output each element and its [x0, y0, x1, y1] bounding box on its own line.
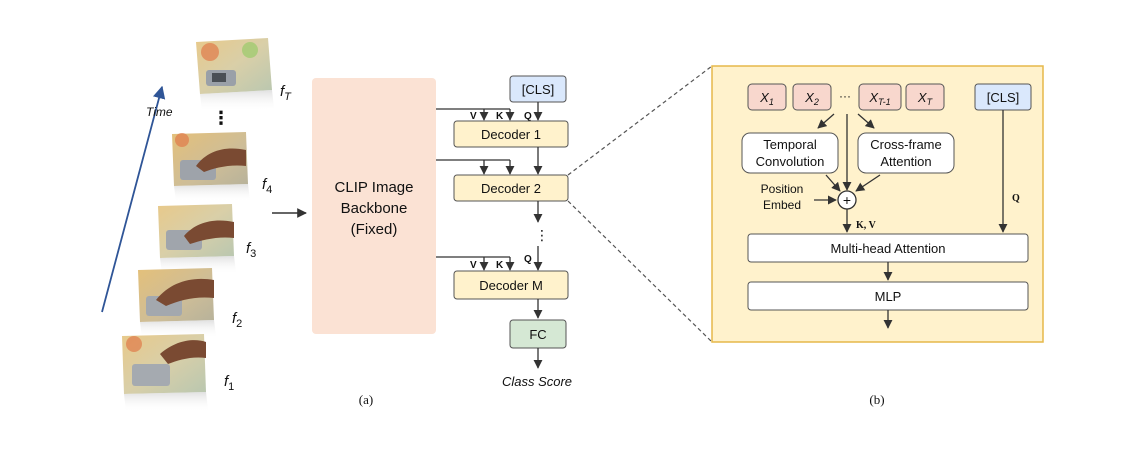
- frame-image-1: [122, 334, 208, 412]
- plus-input-arrows: [814, 174, 881, 205]
- time-arrow: [101, 85, 166, 313]
- position-embed-line-2: Embed: [763, 198, 801, 212]
- token-xt-box: [905, 83, 945, 111]
- caption-a: (a): [359, 392, 373, 407]
- fc-label: FC: [529, 327, 546, 342]
- frame-image-2: [138, 268, 216, 338]
- token-xt-1-box: [858, 83, 902, 111]
- token-x2-box: [792, 83, 832, 111]
- token-x1-label: X1: [759, 90, 774, 107]
- decoder-m-box: [453, 270, 569, 300]
- dm-v-label: V: [470, 260, 477, 271]
- frame-image-3: [158, 204, 236, 274]
- caption-b: (b): [869, 392, 884, 407]
- position-embed-line-1: Position: [761, 182, 804, 196]
- multihead-attention-label: Multi-head Attention: [831, 241, 946, 256]
- frame-label-3: f3: [246, 240, 256, 260]
- d1-k-label: K: [496, 111, 504, 122]
- frame-label-4: f4: [262, 176, 272, 196]
- frame-label-1: f1: [224, 373, 234, 393]
- frames-ellipsis: ⋮: [212, 108, 230, 128]
- decoder-m-label: Decoder M: [479, 278, 543, 293]
- token-xt-label: XT: [917, 90, 934, 107]
- cross-frame-line-1: Cross-frame: [870, 137, 942, 152]
- cross-frame-line-2: Attention: [880, 154, 931, 169]
- mlp-label: MLP: [875, 289, 902, 304]
- token-x2-label: X2: [804, 90, 819, 107]
- decoder2-inputs: [436, 147, 543, 175]
- token-dots: ···: [839, 89, 851, 103]
- frame-image-4: [172, 132, 250, 202]
- add-operator-label: +: [843, 192, 851, 208]
- cls-token-label: [CLS]: [522, 82, 555, 97]
- frame-label-2: f2: [232, 310, 242, 330]
- zoom-lines: [567, 65, 713, 343]
- time-label: Time: [146, 105, 173, 119]
- frame-tokens: [747, 83, 945, 111]
- clip-backbone-box: [312, 78, 436, 334]
- cross-frame-attention-box: [857, 132, 955, 174]
- d1-v-label: V: [470, 111, 477, 122]
- kv-label: K, V: [856, 220, 877, 231]
- temporal-conv-line-1: Temporal: [763, 137, 817, 152]
- decoder-1-label: Decoder 1: [481, 127, 541, 142]
- decoder-2-label: Decoder 2: [481, 181, 541, 196]
- token-xt-1-label: XT-1: [868, 90, 890, 107]
- class-score-label: Class Score: [502, 374, 572, 389]
- dm-k-label: K: [496, 260, 504, 271]
- token-branch-arrows: [817, 113, 875, 191]
- dm-q-label: Q: [524, 254, 532, 265]
- detail-cls-label: [CLS]: [987, 90, 1020, 105]
- temporal-conv-line-2: Convolution: [756, 154, 825, 169]
- decoder1-inputs: [436, 102, 543, 121]
- frame-image-T: [196, 38, 274, 112]
- frame-label-T: fT: [280, 83, 292, 103]
- decoders-ellipsis: ⋮: [535, 227, 549, 243]
- decoderM-inputs: [436, 246, 543, 271]
- backbone-line-2: Backbone: [341, 200, 408, 217]
- decoder-2-box: [453, 174, 569, 202]
- q-label: Q: [1012, 193, 1020, 204]
- token-x1-box: [747, 83, 787, 111]
- backbone-line-3: (Fixed): [351, 221, 398, 238]
- backbone-line-1: CLIP Image: [335, 179, 414, 196]
- temporal-conv-box: [741, 132, 839, 174]
- d1-q-label: Q: [524, 111, 532, 122]
- decoder-1-box: [453, 120, 569, 148]
